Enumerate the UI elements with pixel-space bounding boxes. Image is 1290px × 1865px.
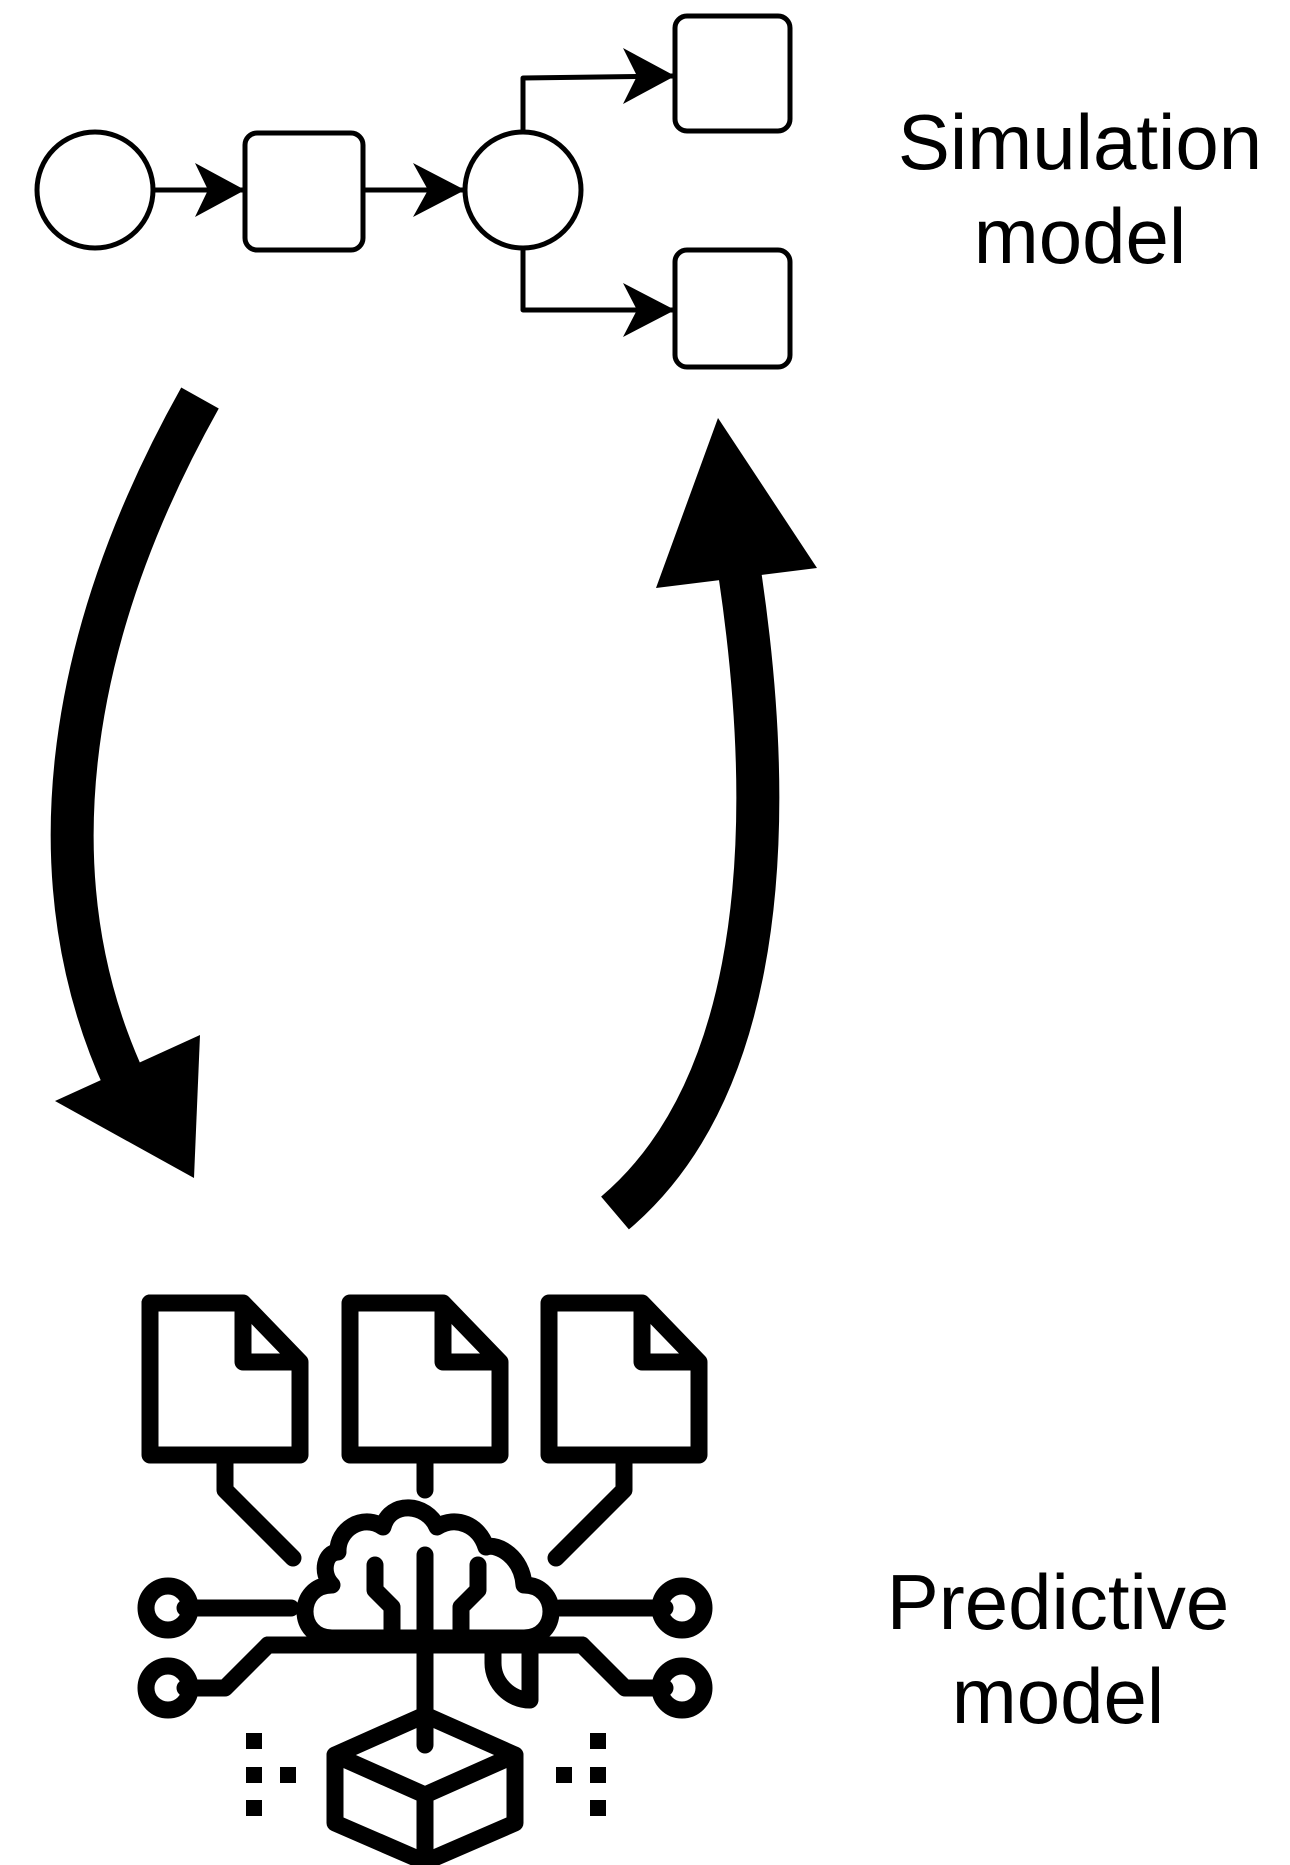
flow-arrowheads xyxy=(195,48,675,337)
curved-arrow-down-icon xyxy=(50,387,219,1178)
gateway-node-circle xyxy=(462,129,584,251)
task-box-1 xyxy=(242,130,366,253)
predictive-model-label-line-2: model xyxy=(951,1652,1165,1740)
predictive-model-label-line-1: Predictive xyxy=(886,1558,1230,1646)
doc-connector-left xyxy=(216,1446,302,1567)
cube-outline xyxy=(326,1706,524,1865)
simulation-model-label-line-1: Simulation xyxy=(897,98,1263,186)
predictive-model-icon xyxy=(137,1294,713,1865)
simulation-model-flow xyxy=(34,13,793,370)
data-dots xyxy=(246,1733,606,1816)
simulation-model-label: Simulation model xyxy=(870,95,1290,283)
document-2 xyxy=(341,1294,509,1464)
task-box-bottom-right xyxy=(672,247,793,370)
doc-connector-right xyxy=(547,1446,633,1567)
document-3 xyxy=(540,1294,708,1464)
curved-arrow-up-icon xyxy=(600,418,817,1230)
document-1 xyxy=(141,1294,309,1464)
task-box-top-right xyxy=(672,13,793,134)
start-node-circle xyxy=(34,129,156,251)
predictive-model-label: Predictive model xyxy=(848,1555,1268,1743)
simulation-model-label-line-2: model xyxy=(973,192,1187,280)
